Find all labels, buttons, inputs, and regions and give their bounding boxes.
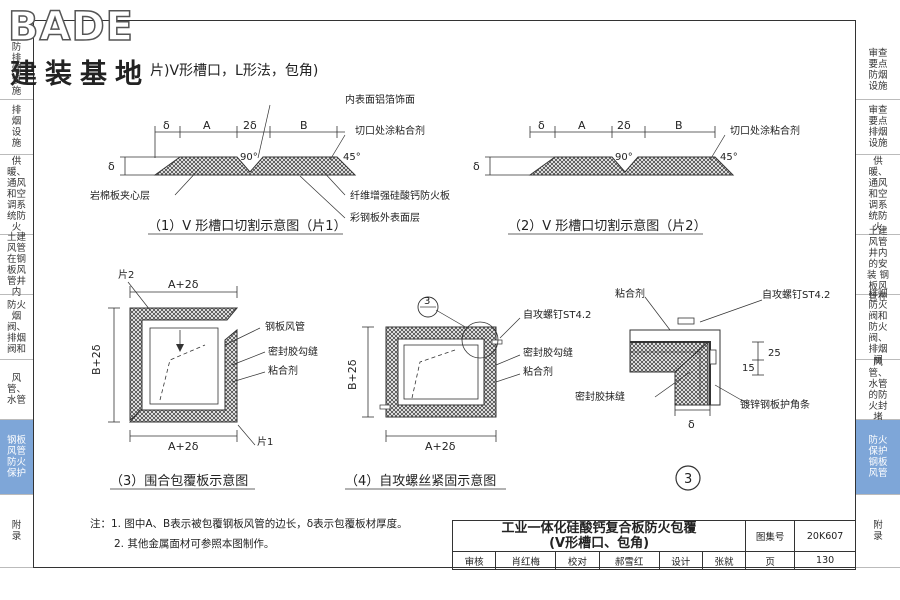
bade-logo: BADE 建装基地 <box>6 3 176 90</box>
left-tab-1[interactable]: 排烟设施 <box>0 100 33 155</box>
caption-figure-4: （4）自攻螺丝紧固示意图 <box>345 474 497 489</box>
label-adhesive-d: 粘合剂 <box>615 287 645 300</box>
label-angle90-2: 90° <box>615 152 633 163</box>
atlas-number: 20K607 <box>794 520 856 552</box>
left-tab-3[interactable]: 土建风管在钢板风管井内 <box>0 232 33 298</box>
drawing-subtitle: (V形槽口、包角) <box>549 536 650 551</box>
label-a-plus-4: A+2δ <box>425 440 456 453</box>
label-cut-glue: 切口处涂粘合剂 <box>355 124 425 137</box>
right-tab-2[interactable]: 供暖、通风和空调系统防火 <box>856 155 900 235</box>
label-a-plus-bottom-3: A+2δ <box>168 440 199 453</box>
figure-2-v-groove: 切口处涂粘合剂 δ A 2δ B δ 90° 45° <box>473 119 800 176</box>
atlas-label: 图集号 <box>745 520 796 552</box>
check-name: 郝雪红 <box>598 551 660 570</box>
left-tab-0[interactable]: 防排烟设施 <box>0 40 33 100</box>
label-a-plus-top-3: A+2δ <box>168 278 199 291</box>
left-tab-2[interactable]: 供暖、通风和空调系统防火 <box>0 155 33 235</box>
label-piece1: 片1 <box>257 435 273 448</box>
right-tab-3[interactable]: 土建风管井内的安装 钢板风管在 <box>856 226 900 303</box>
review-label: 审核 <box>451 551 497 570</box>
page-number: 130 <box>794 551 856 570</box>
label-delta-side-1: δ <box>108 160 115 173</box>
label-B-2: B <box>675 119 683 132</box>
note-1: 注：1. 图中A、B表示被包覆钢板风管的边长，δ表示包覆板材厚度。 <box>90 518 408 530</box>
design-name: 张就 <box>701 551 747 570</box>
figure-1-v-groove: 内表面铝箔饰面 切口处涂粘合剂 岩棉板夹心层 纤维增强硅酸钙防火板 彩钢板外表面… <box>90 93 450 224</box>
figure-3-wrap-panels: 片2 A+2δ A+2δ B+2δ 钢板风管 密封胶勾缝 粘合剂 片1 <box>90 268 318 453</box>
label-angle45-2: 45° <box>720 152 738 163</box>
label-angle90-1: 90° <box>240 152 258 163</box>
right-tab-1[interactable]: 审查要点 排烟设施 <box>856 100 900 155</box>
label-dim15: 15 <box>742 363 755 374</box>
caption-figure-2: （2）V 形槽口切割示意图（片2） <box>508 219 707 234</box>
drawing-title: 工业一体化硅酸钙复合板防火包覆 <box>501 521 697 536</box>
title-block: 工业一体化硅酸钙复合板防火包覆 (V形槽口、包角) 图集号 20K607 审核 … <box>451 520 856 570</box>
label-b-plus-3: B+2δ <box>90 344 103 375</box>
right-tab-0[interactable]: 审查要点 防烟设施 <box>856 40 900 100</box>
logo-text: BADE <box>7 3 134 51</box>
label-A-1: A <box>203 119 211 132</box>
caption-figure-3: （3）围合包覆板示意图 <box>110 474 249 489</box>
label-screw-d: 自攻螺钉ST4.2 <box>762 288 830 301</box>
drawing-frame <box>33 20 856 568</box>
page-label: 页 <box>745 551 796 570</box>
label-delta-d: δ <box>688 418 695 431</box>
label-A-2: A <box>578 119 586 132</box>
callout-3-fig4: 3 <box>424 296 430 307</box>
label-delta-2: δ <box>538 119 545 132</box>
label-steel-duct-3: 钢板风管 <box>265 320 305 333</box>
left-tab-5[interactable]: 风管、水管 <box>0 360 33 420</box>
logo-subtext: 建装基地 <box>10 59 150 90</box>
label-angle45-1: 45° <box>343 152 361 163</box>
right-tab-4[interactable]: 排烟防火阀和 防火阀、排烟阀 <box>856 289 900 366</box>
label-adhesive-3: 粘合剂 <box>268 364 298 377</box>
label-delta-side-2: δ <box>473 160 480 173</box>
right-tab-6[interactable]: 防火保护 钢板风管 <box>856 420 900 495</box>
title-cell: 工业一体化硅酸钙复合板防火包覆 (V形槽口、包角) <box>451 520 747 552</box>
label-inner-foil: 内表面铝箔饰面 <box>345 93 415 106</box>
label-2delta-2: 2δ <box>617 119 631 132</box>
section-heading: 片)V形槽口，L形法，包角) <box>150 63 319 79</box>
label-cut-glue-2: 切口处涂粘合剂 <box>730 124 800 137</box>
note-2: 2. 其他金属面材可参照本图制作。 <box>114 538 275 550</box>
label-B-1: B <box>300 119 308 132</box>
label-screw-4: 自攻螺钉ST4.2 <box>523 308 591 321</box>
label-color-steel: 彩钢板外表面层 <box>350 211 420 224</box>
label-adhesive-4: 粘合剂 <box>523 365 553 378</box>
label-b-plus-4: B+2δ <box>346 359 359 390</box>
caption-figure-1: （1）V 形槽口切割示意图（片1） <box>148 219 347 234</box>
design-label: 设计 <box>658 551 703 570</box>
figure-4-screw-fixing: 3 自攻螺钉ST4.2 密封胶勾缝 粘合剂 A+2δ B+2δ <box>346 296 591 453</box>
review-name: 肖红梅 <box>495 551 557 570</box>
label-seal-seam-3: 密封胶勾缝 <box>268 345 318 358</box>
label-seal-seam-4: 密封胶勾缝 <box>523 346 573 359</box>
label-fiber-board: 纤维增强硅酸钙防火板 <box>350 189 450 202</box>
left-tab-6[interactable]: 钢板风管防火保护 <box>0 420 33 495</box>
right-tab-5[interactable]: 风管、水管 的防火封堵 <box>856 357 900 423</box>
check-label: 校对 <box>555 551 600 570</box>
label-2delta-1: 2δ <box>243 119 257 132</box>
left-tab-7[interactable]: 附录 <box>0 495 33 568</box>
left-tab-4[interactable]: 防火烟阀、排烟阀和 <box>0 295 33 360</box>
right-tab-7[interactable]: 附录 <box>856 495 900 568</box>
label-corner-strip: 镀锌钢板护角条 <box>740 398 810 411</box>
label-rock-wool: 岩棉板夹心层 <box>90 189 150 202</box>
detail-3-corner: 粘合剂 自攻螺钉ST4.2 密封胶抹缝 镀锌钢板护角条 15 25 δ 3 <box>575 287 830 491</box>
detail-number: 3 <box>684 472 692 487</box>
label-delta-1: δ <box>163 119 170 132</box>
label-dim25: 25 <box>768 348 781 359</box>
label-piece2: 片2 <box>118 268 134 281</box>
label-seal-wipe: 密封胶抹缝 <box>575 390 625 403</box>
